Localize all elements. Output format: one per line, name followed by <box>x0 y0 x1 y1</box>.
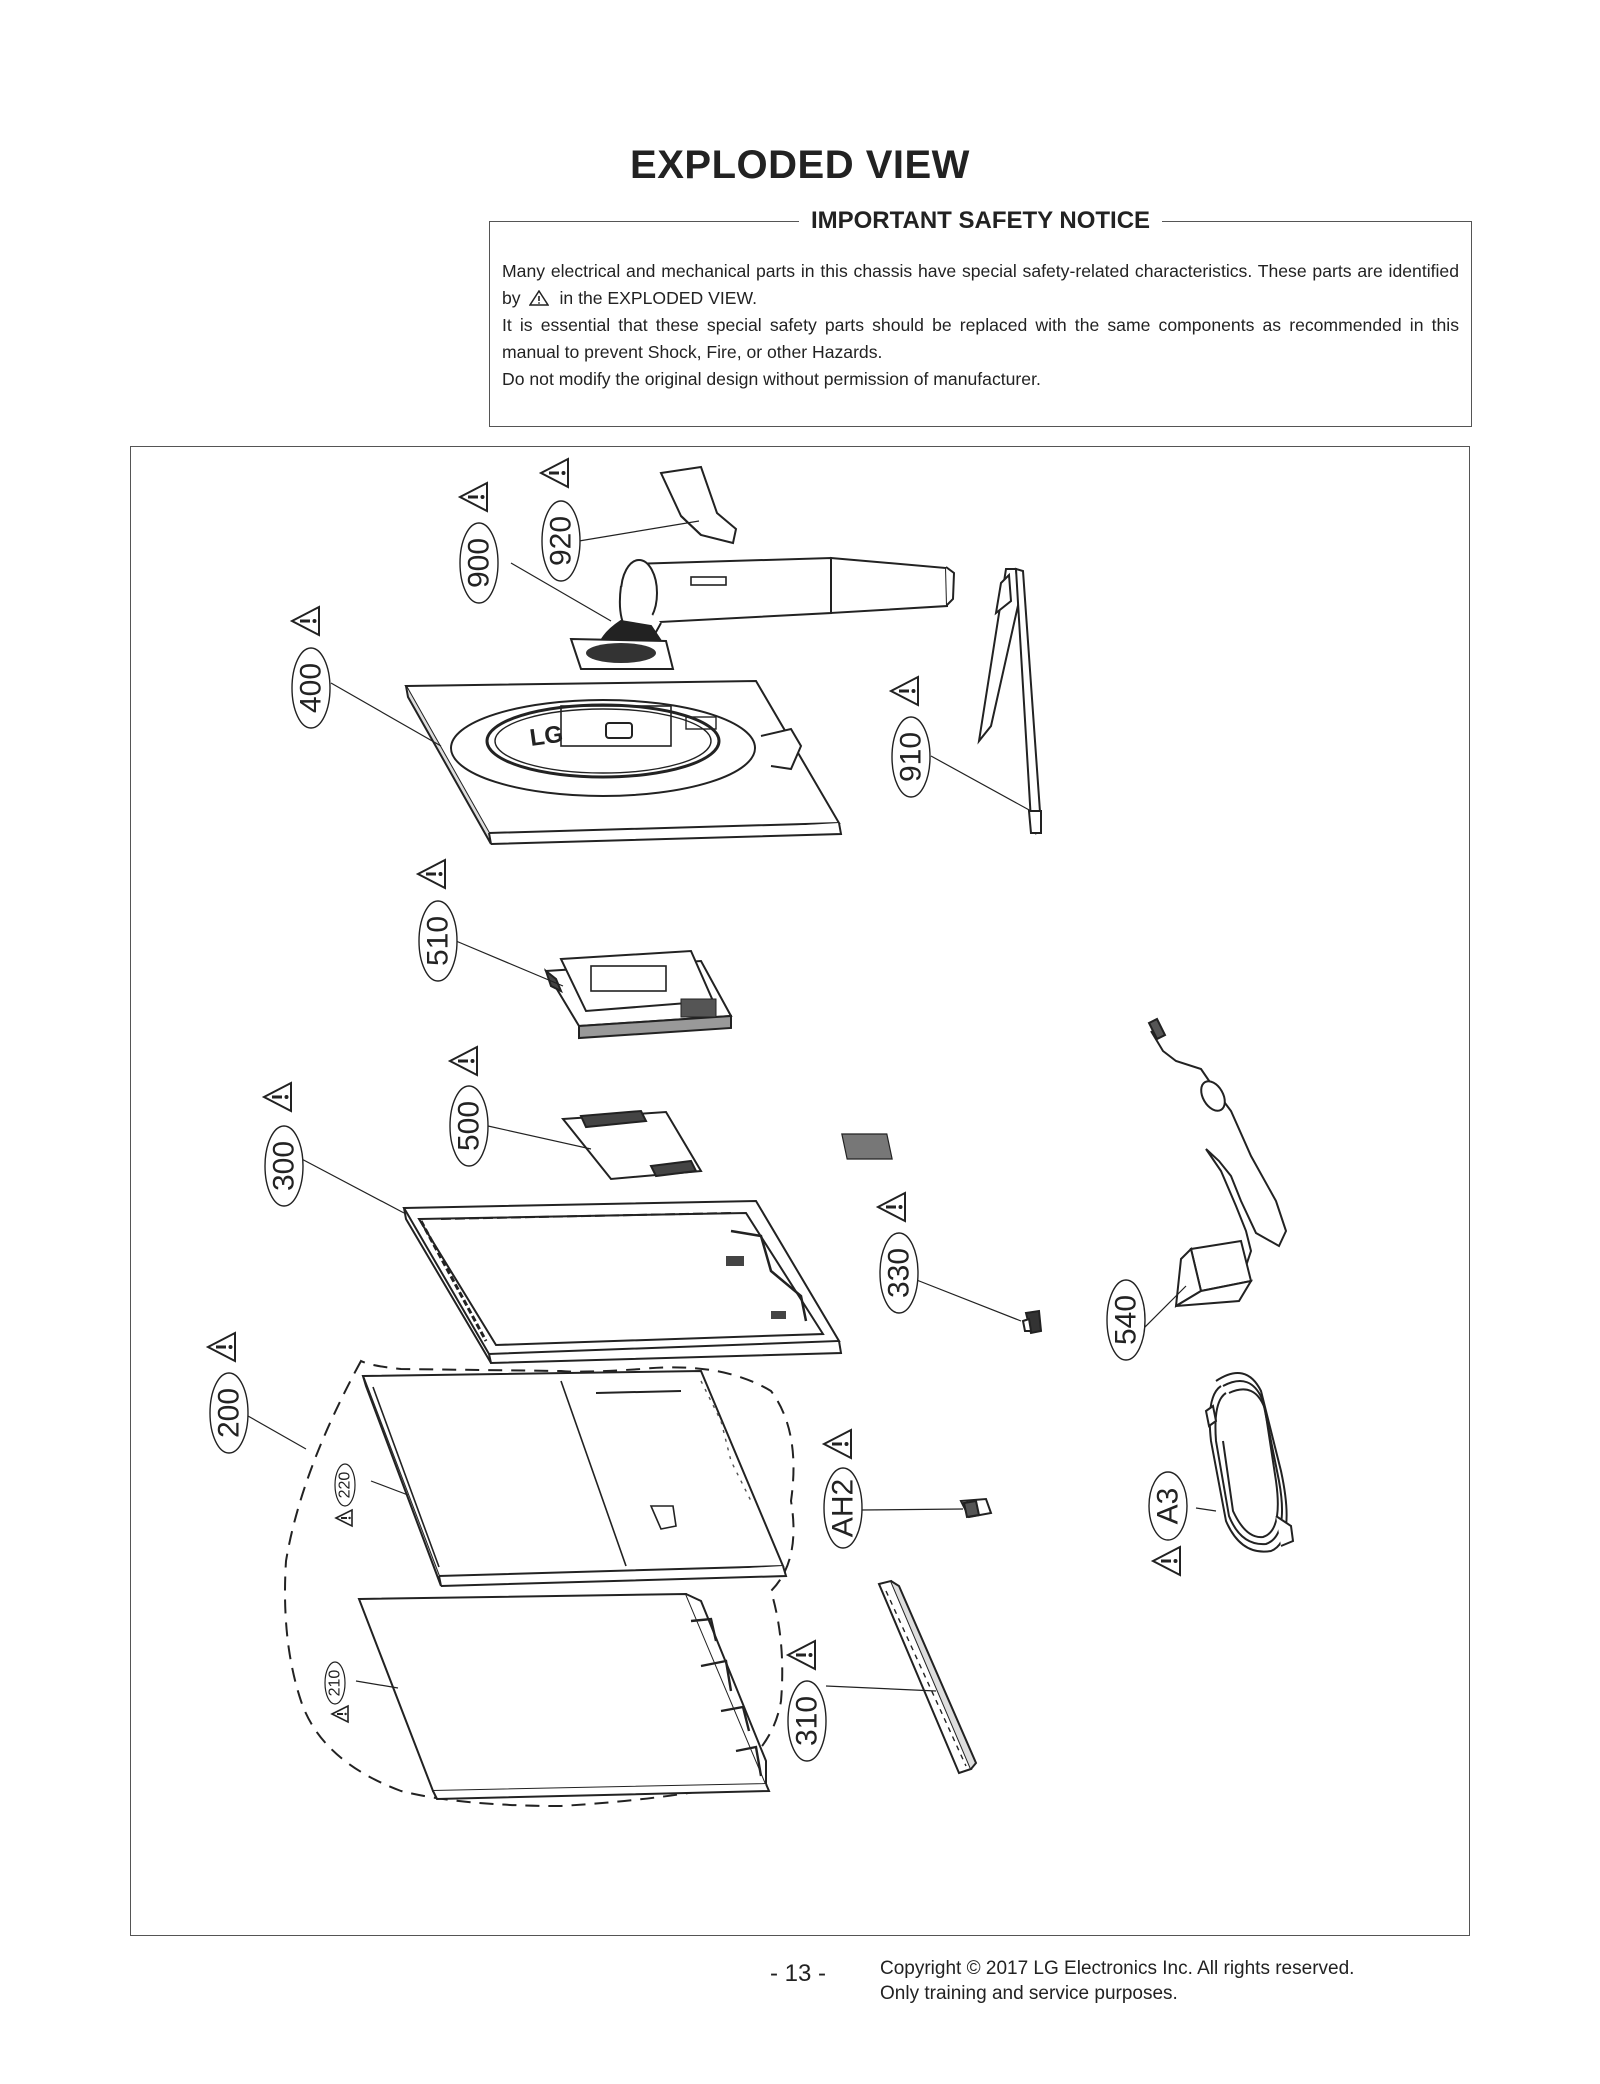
part-label-AH2: AH2 <box>822 1428 863 1549</box>
svg-text:200: 200 <box>213 1388 246 1438</box>
part-210-backlight-unit <box>357 1592 771 1801</box>
svg-text:910: 910 <box>895 732 928 782</box>
part-label-A3: A3 <box>1148 1471 1188 1577</box>
part-330-component <box>1021 1309 1043 1335</box>
notice-line-1a: Many electrical and mechanical parts in … <box>502 261 1459 308</box>
part-540-power-adapter <box>1147 1017 1288 1308</box>
part-500-sub-board <box>561 1109 893 1181</box>
part-910-stand-base <box>977 567 1043 836</box>
part-510-main-board <box>543 949 733 1040</box>
part-AH2-connector <box>959 1497 993 1519</box>
part-label-310: 310 <box>786 1639 827 1762</box>
part-label-210: 210 <box>324 1661 349 1723</box>
footer-copyright: Copyright © 2017 LG Electronics Inc. All… <box>880 1956 1354 2006</box>
svg-text:210: 210 <box>327 1670 344 1697</box>
svg-text:500: 500 <box>453 1101 486 1151</box>
notice-paragraph-1: Many electrical and mechanical parts in … <box>502 258 1459 312</box>
svg-text:220: 220 <box>337 1472 354 1499</box>
exploded-view-svg: LG <box>206 457 1295 1808</box>
part-A3-power-cord <box>1204 1372 1295 1553</box>
part-310-frame-bar <box>877 1579 978 1775</box>
part-label-910: 910 <box>889 675 931 798</box>
part-300-middle-cabinet <box>402 1199 843 1365</box>
page-number: - 13 - <box>770 1960 827 1987</box>
part-label-200: 200 <box>206 1331 249 1454</box>
svg-text:330: 330 <box>883 1248 916 1298</box>
safety-notice-box: IMPORTANT SAFETY NOTICE Many electrical … <box>489 207 1472 427</box>
safety-notice-heading: IMPORTANT SAFETY NOTICE <box>490 207 1471 235</box>
part-label-500: 500 <box>448 1045 489 1167</box>
purpose-line: Only training and service purposes. <box>880 1983 1178 2004</box>
part-label-400: 400 <box>290 605 331 729</box>
part-label-510: 510 <box>416 858 458 982</box>
part-220-lcd-panel <box>361 1369 788 1587</box>
svg-text:510: 510 <box>422 916 455 966</box>
part-label-330: 330 <box>876 1191 919 1314</box>
part-label-920: 920 <box>539 457 581 582</box>
part-label-540: 540 <box>1106 1279 1146 1361</box>
part-400-back-cover: LG <box>404 679 843 845</box>
part-920-neck-cover <box>659 465 738 545</box>
part-label-300: 300 <box>262 1081 304 1207</box>
svg-text:540: 540 <box>1110 1295 1143 1345</box>
copyright-line: Copyright © 2017 LG Electronics Inc. All… <box>880 1958 1355 1979</box>
warning-triangle-icon <box>529 290 550 306</box>
leader-lines <box>247 520 1217 1692</box>
svg-text:LG: LG <box>528 721 565 752</box>
svg-text:AH2: AH2 <box>827 1479 860 1537</box>
svg-text:900: 900 <box>463 538 496 588</box>
svg-text:310: 310 <box>791 1696 824 1746</box>
svg-text:400: 400 <box>295 663 328 713</box>
safety-notice-body: Many electrical and mechanical parts in … <box>502 258 1459 393</box>
svg-text:920: 920 <box>545 516 578 566</box>
svg-text:A3: A3 <box>1152 1488 1185 1525</box>
part-900-stand-arm <box>569 556 956 670</box>
notice-line-1b: in the EXPLODED VIEW. <box>559 288 758 308</box>
notice-paragraph-2: It is essential that these special safet… <box>502 315 1459 362</box>
part-label-900: 900 <box>458 481 499 604</box>
exploded-view-diagram: LG <box>130 446 1470 1936</box>
page-title: EXPLODED VIEW <box>630 143 970 187</box>
safety-notice-heading-text: IMPORTANT SAFETY NOTICE <box>798 207 1163 234</box>
svg-text:300: 300 <box>268 1141 301 1191</box>
notice-paragraph-3: Do not modify the original design withou… <box>502 369 1041 389</box>
part-label-220: 220 <box>334 1463 356 1527</box>
